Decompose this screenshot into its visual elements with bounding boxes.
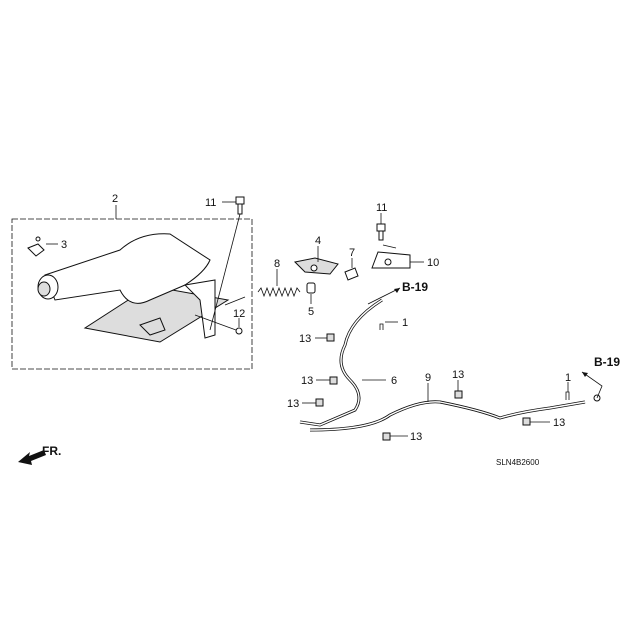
nut-13-d[interactable]: [454, 390, 463, 399]
callout-8: 8: [274, 258, 280, 270]
callout-4: 4: [315, 235, 321, 247]
cable-6[interactable]: [299, 298, 383, 427]
front-direction-label: FR.: [42, 444, 61, 458]
callout-12: 12: [233, 308, 245, 320]
callout-13-e: 13: [410, 431, 422, 443]
callout-13-d: 13: [452, 369, 464, 381]
bolt-11-left[interactable]: [235, 196, 245, 215]
spring-8[interactable]: [257, 286, 301, 298]
callout-13-b: 13: [301, 375, 313, 387]
callout-7: 7: [349, 247, 355, 259]
callout-13-c: 13: [287, 398, 299, 410]
callout-2: 2: [112, 193, 118, 205]
nut-13-b[interactable]: [329, 376, 338, 385]
part-7[interactable]: [344, 267, 359, 281]
bolt-11-right[interactable]: [376, 223, 386, 241]
nut-13-f[interactable]: [522, 417, 531, 426]
lever-assembly-frame: [11, 218, 253, 370]
bracket-4[interactable]: [293, 257, 339, 275]
bolt-12[interactable]: [235, 327, 243, 335]
nut-13-e[interactable]: [382, 432, 391, 441]
part-5[interactable]: [306, 282, 316, 294]
nut-13-c[interactable]: [315, 398, 324, 407]
diagram-code: SLN4B2600: [496, 458, 540, 467]
reference-b19-upper[interactable]: B-19: [402, 280, 428, 294]
front-direction-arrow: FR.: [18, 444, 61, 465]
callout-3: 3: [61, 239, 67, 251]
callout-6: 6: [391, 375, 397, 387]
callout-13-a: 13: [299, 333, 311, 345]
clip-3[interactable]: [27, 236, 45, 257]
callout-1-right: 1: [565, 372, 571, 384]
callout-13-f: 13: [553, 417, 565, 429]
callout-1-upper: 1: [402, 317, 408, 329]
callout-10: 10: [427, 257, 439, 269]
callout-11-left: 11: [205, 197, 216, 209]
bracket-10[interactable]: [371, 251, 411, 269]
callout-9: 9: [425, 372, 431, 384]
reference-b19-right[interactable]: B-19: [594, 355, 620, 369]
callout-11-right: 11: [376, 202, 387, 214]
parking-brake-lever[interactable]: [37, 233, 246, 343]
nut-13-a[interactable]: [326, 333, 335, 342]
callout-5: 5: [308, 306, 314, 318]
